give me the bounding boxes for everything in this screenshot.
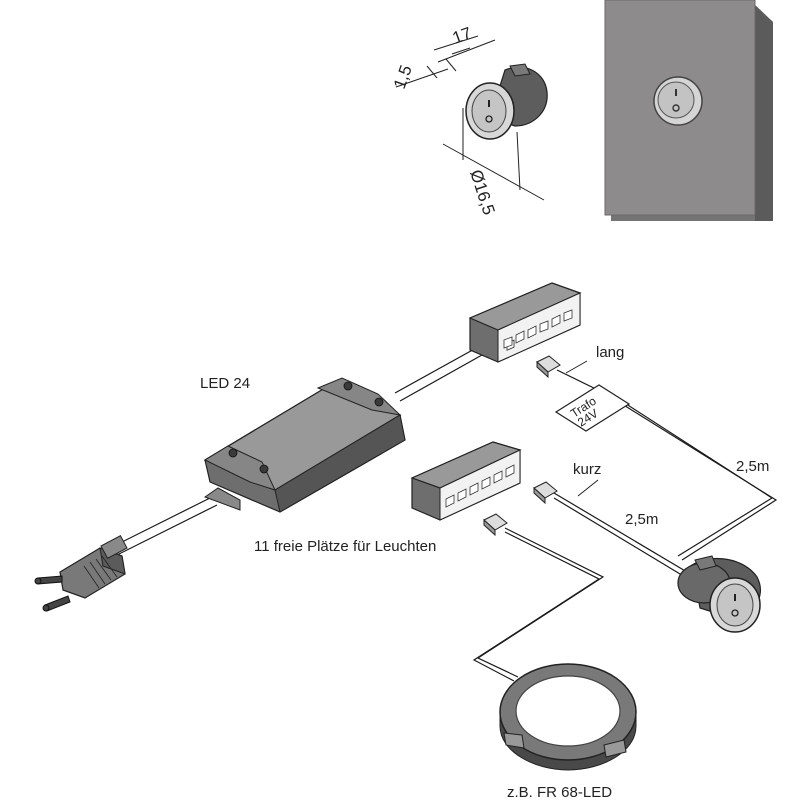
diameter-dimension-label: Ø16,5 [466,167,498,217]
distributor-lower [410,441,522,521]
switch [677,555,761,633]
panel-switch-icon [653,76,703,126]
long-cable-leader [565,360,588,374]
dimension-switch-icon [465,63,548,140]
short-cable-length-label: 2,5m [625,511,658,528]
switch-dimension-drawing: 17 1,5 Ø16,5 [390,23,548,217]
connector-short-cable [533,481,558,505]
connector-light-cable [483,513,508,537]
transformer [203,377,406,513]
bezel-dimension-label: 1,5 [390,63,416,92]
short-cable-label: kurz [573,461,601,478]
plug [34,534,128,612]
long-cable-length-label: 2,5m [736,458,769,475]
short-cable-leader [577,479,599,497]
transformer-label: LED 24 [200,375,250,392]
transformer-tag: Trafo 24V [554,384,631,432]
connector-long-cable [536,355,561,379]
example-light-label: z.B. FR 68-LED [507,784,612,800]
recessed-light [499,663,637,771]
distributor-upper [468,282,582,363]
cables [109,346,778,682]
free-slots-label: 11 freie Plätze für Leuchten [254,538,436,555]
wall-panel [604,0,773,221]
long-cable-label: lang [596,344,624,361]
